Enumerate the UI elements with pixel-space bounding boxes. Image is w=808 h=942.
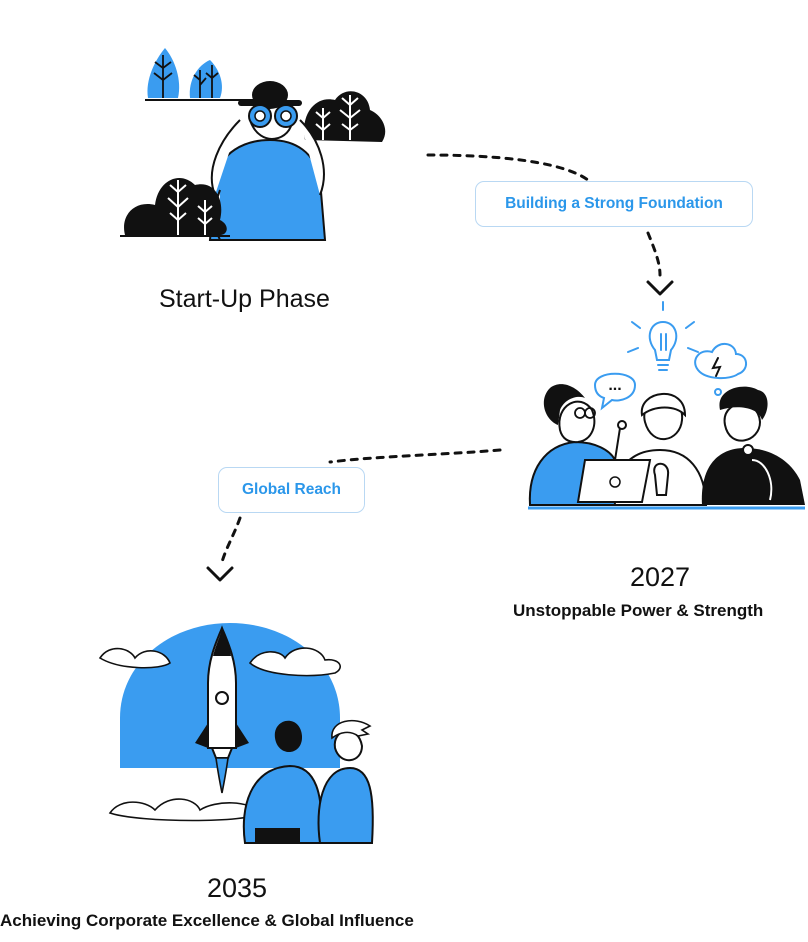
speech-bubble-text: ... (608, 377, 621, 394)
connector-label-foundation: Building a Strong Foundation (475, 181, 753, 227)
binoculars-explorer-icon (120, 48, 386, 241)
rocket-launch-icon (98, 623, 374, 844)
stage-subtitle-2027: Unstoppable Power & Strength (513, 601, 764, 620)
connector-label-global-reach: Global Reach (218, 467, 365, 513)
stage-year-2027: 2027 (629, 562, 691, 592)
stage-year-2035: 2035 (206, 873, 268, 903)
team-brainstorm-icon: ... (528, 301, 805, 510)
stage-title-startup: Start-Up Phase (159, 285, 330, 313)
stage-subtitle-2035: Achieving Corporate Excellence & Global … (0, 911, 414, 930)
